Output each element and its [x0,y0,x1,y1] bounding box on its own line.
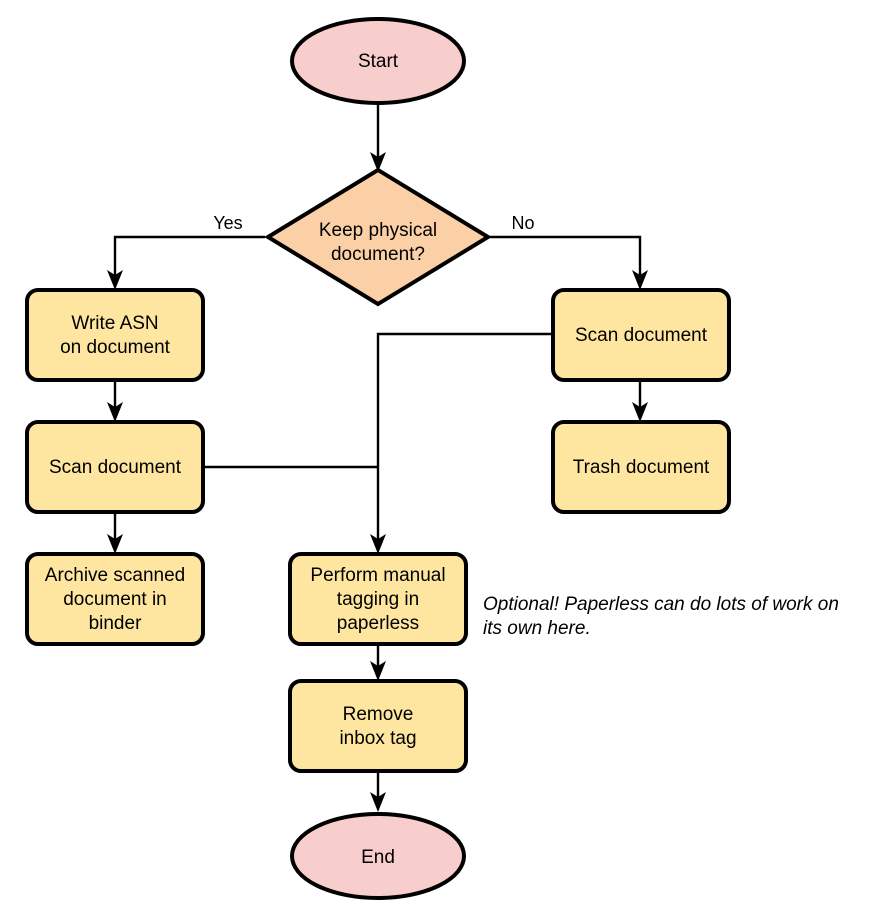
note-line1: Optional! Paperless can do lots of work … [483,594,839,615]
arrowhead-icon [370,792,386,812]
archive-label-line3: binder [89,613,142,634]
arrowhead-icon [370,661,386,681]
remove-inbox-label-line1: Remove [343,704,414,725]
scan-document-left-box[interactable] [25,420,205,514]
edge-label-no: No [511,213,534,233]
scan-document-right-label: Scan document [575,325,708,346]
trash-document-box[interactable] [551,420,731,514]
connector-line [490,235,642,282]
arrowhead-icon [107,270,123,290]
decision-label-line2: document? [331,244,425,265]
connector-write-asn-to-scan-left [107,380,123,422]
tagging-label-line2: tagging in [337,589,419,610]
node-scan-document-right[interactable]: Scan document [551,288,731,382]
archive-label-line1: Archive scanned [45,565,185,586]
end-label: End [361,847,395,868]
decision-label-line1: Keep physical [319,220,437,241]
tagging-label-line3: paperless [337,613,419,634]
decision-diamond[interactable] [264,167,492,307]
start-ellipse[interactable] [290,17,466,105]
tagging-label-line1: Perform manual [310,565,445,586]
node-write-asn[interactable]: Write ASN on document [25,288,205,382]
arrowhead-icon [632,402,648,422]
node-scan-document-left[interactable]: Scan document [25,420,205,514]
start-label: Start [358,51,399,72]
connector-tagging-to-remove-inbox [370,644,386,681]
connector-remove-inbox-to-end [370,771,386,812]
node-perform-manual-tagging[interactable]: Perform manual tagging in paperless [288,552,468,646]
arrowhead-icon [632,270,648,290]
remove-inbox-tag-box[interactable] [288,679,468,773]
note-optional-paperless: Optional! Paperless can do lots of work … [483,594,839,639]
node-remove-inbox-tag[interactable]: Remove inbox tag [288,679,468,773]
connector-decision-no-to-scan-right [490,235,648,290]
arrowhead-icon [370,534,386,554]
end-ellipse[interactable] [290,812,466,900]
write-asn-box[interactable] [25,288,205,382]
node-start[interactable]: Start [290,17,466,105]
trash-document-label: Trash document [573,457,710,478]
node-decision-keep-physical-document[interactable]: Keep physical document? [264,167,492,307]
tagging-box[interactable] [288,552,468,646]
node-trash-document[interactable]: Trash document [551,420,731,514]
connector-scan-right-to-tagging [370,332,553,554]
remove-inbox-label-line2: inbox tag [339,728,416,749]
arrowhead-icon [370,152,386,172]
connector-scan-left-to-archive [107,512,123,554]
note-line2: its own here. [483,618,591,639]
arrowhead-icon [107,402,123,422]
archive-box[interactable] [25,552,205,646]
edge-label-yes: Yes [213,213,242,233]
connector-start-to-decision [370,105,386,172]
connector-scan-right-to-trash [632,380,648,422]
scan-document-right-box[interactable] [551,288,731,382]
archive-label-line2: document in [63,589,167,610]
connector-decision-yes-to-write-asn [107,235,265,290]
write-asn-label-line1: Write ASN [71,313,158,334]
write-asn-label-line2: on document [60,337,171,358]
connector-line [376,332,553,546]
node-end[interactable]: End [290,812,466,900]
connector-line [113,235,265,282]
arrowhead-icon [107,534,123,554]
scan-document-left-label: Scan document [49,457,182,478]
node-archive-scanned-document[interactable]: Archive scanned document in binder [25,552,205,646]
